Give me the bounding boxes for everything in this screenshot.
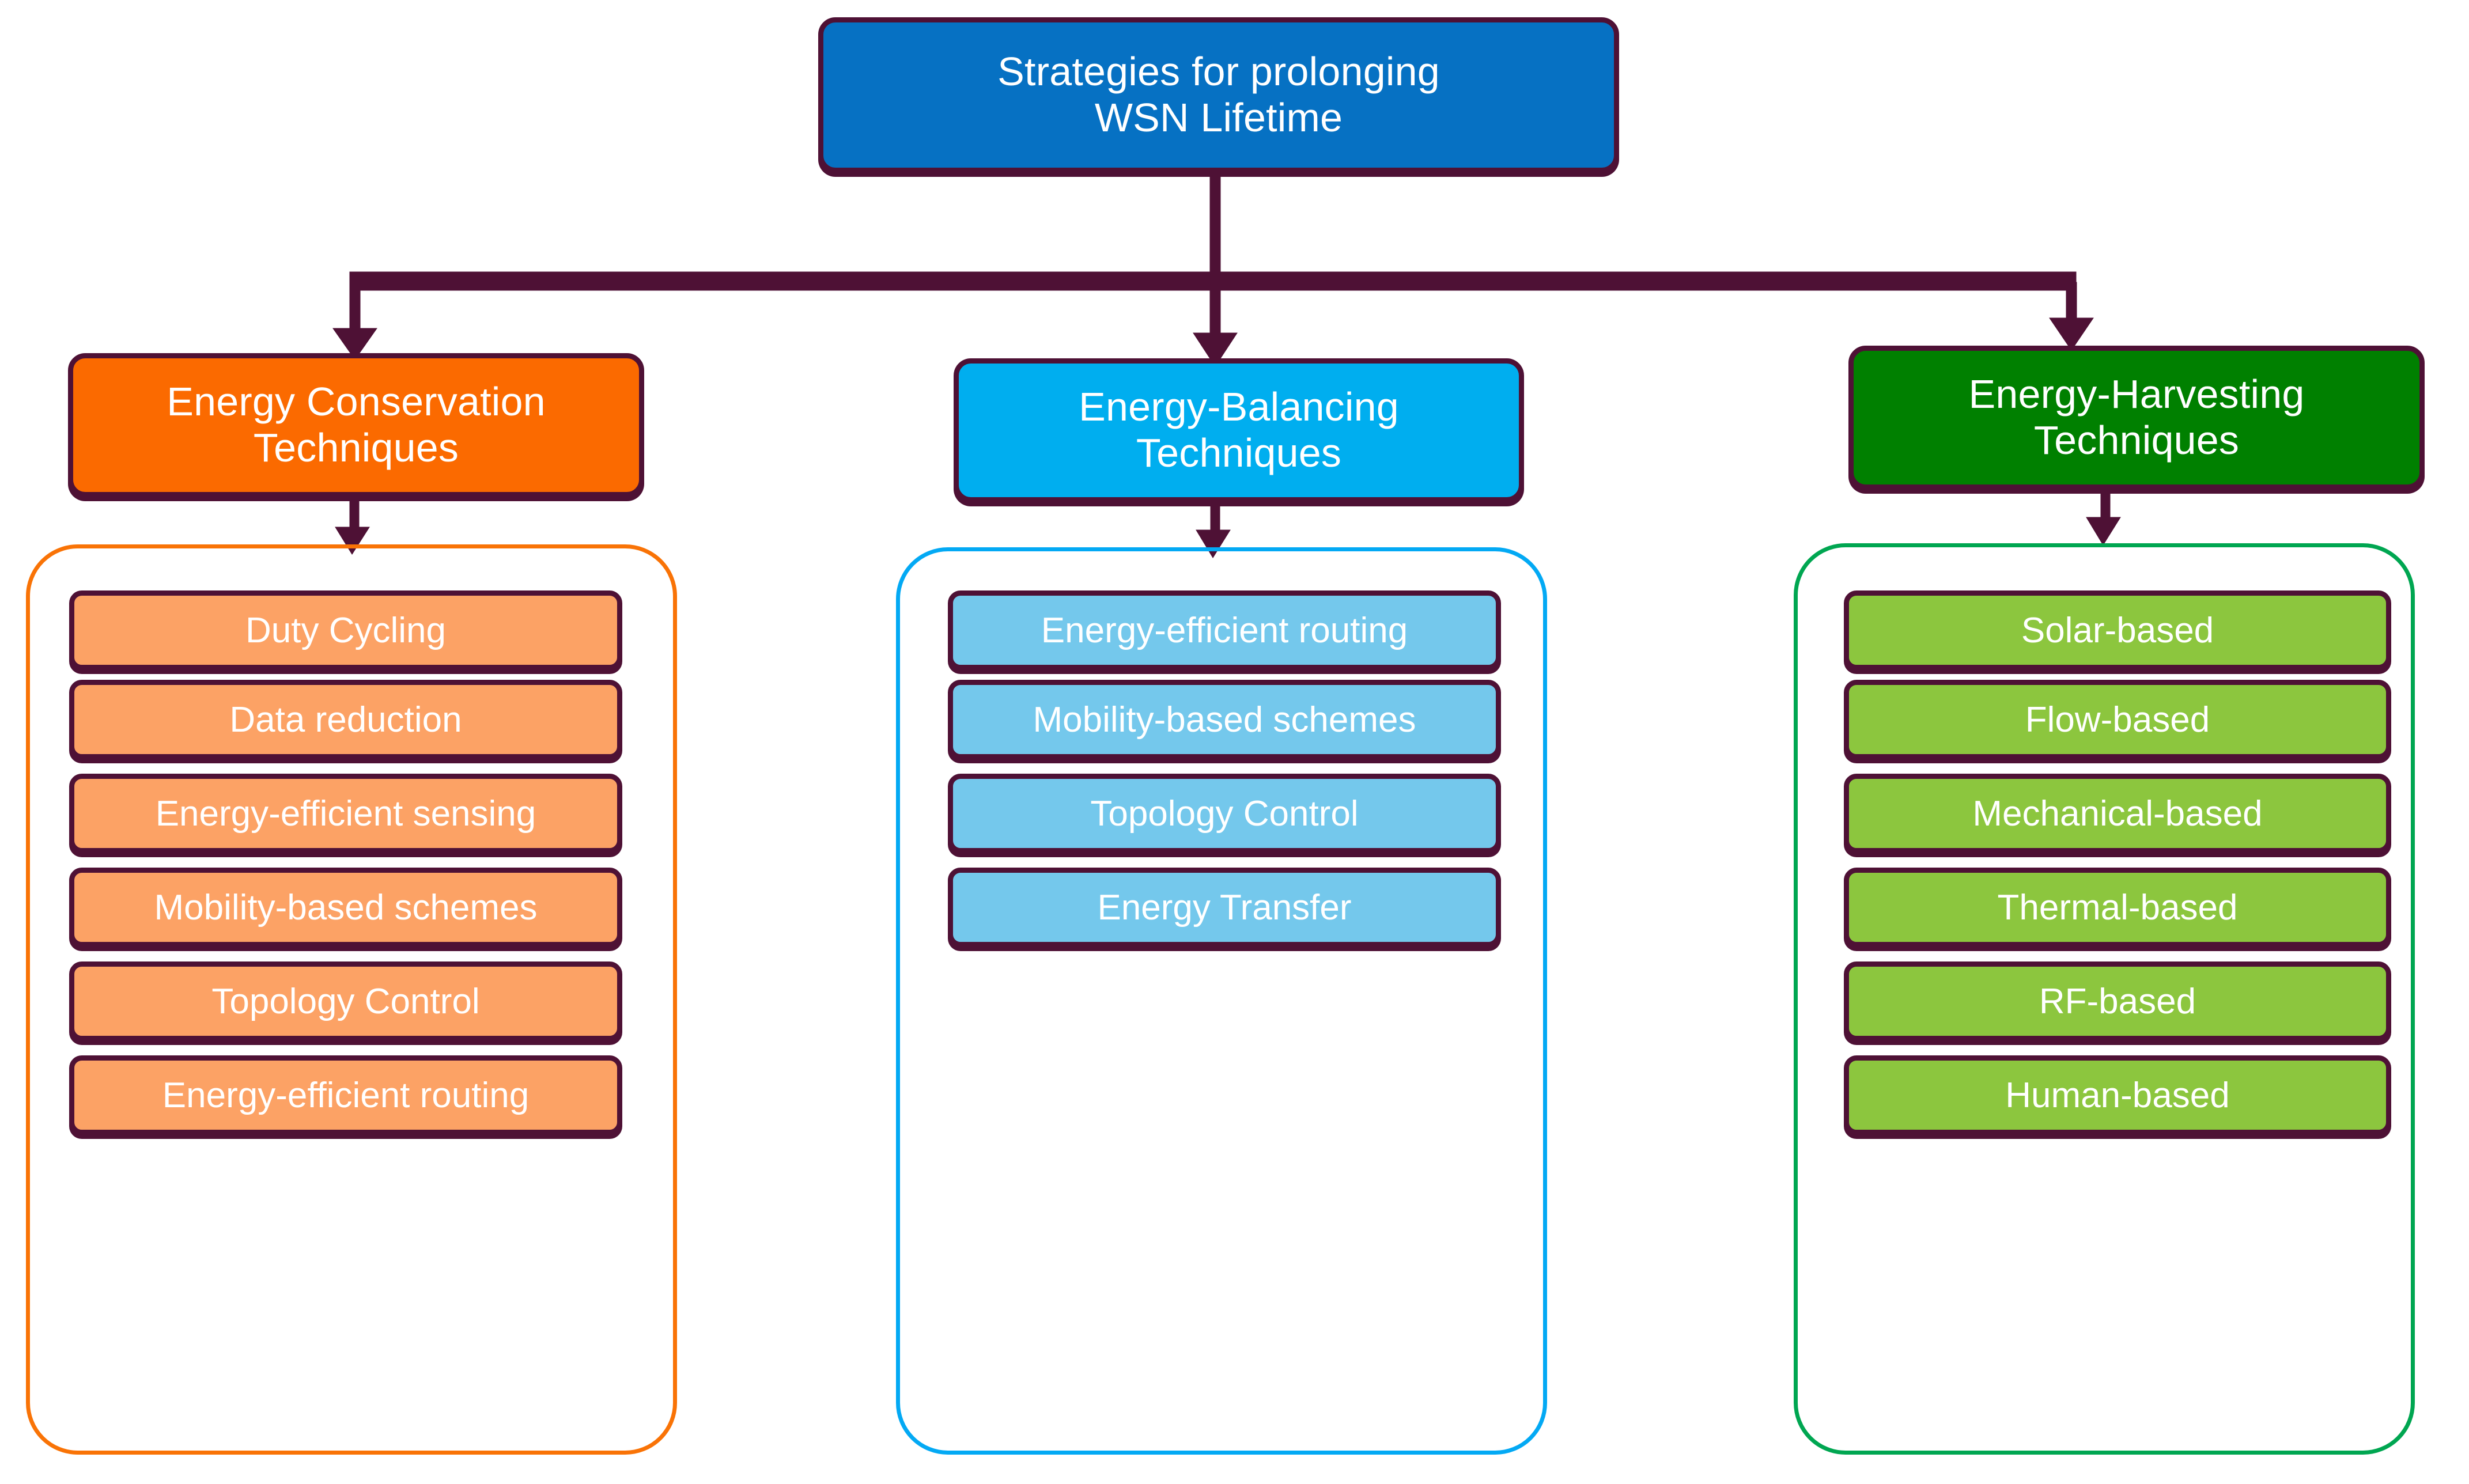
item-thermal-based[interactable]: Thermal-based	[1844, 868, 2391, 947]
category-header-energy-conservation[interactable]: Energy Conservation Techniques	[68, 353, 644, 497]
item-solar-based[interactable]: Solar-based	[1844, 590, 2391, 670]
item-mechanical-based[interactable]: Mechanical-based	[1844, 774, 2391, 853]
group-container-energy-balancing	[896, 547, 1547, 1455]
item-human-based[interactable]: Human-based	[1844, 1055, 2391, 1135]
item-topology-control-conservation[interactable]: Topology Control	[69, 961, 622, 1041]
group-container-energy-harvesting	[1794, 543, 2415, 1455]
item-duty-cycling[interactable]: Duty Cycling	[69, 590, 622, 670]
item-data-reduction[interactable]: Data reduction	[69, 680, 622, 759]
item-mobility-based-schemes-balancing[interactable]: Mobility-based schemes	[948, 680, 1501, 759]
group-container-energy-conservation	[26, 544, 677, 1455]
arrowhead-orange-group	[335, 527, 370, 555]
arrowhead-middle	[1193, 332, 1238, 367]
arrowhead-right	[2049, 317, 2094, 351]
item-energy-transfer[interactable]: Energy Transfer	[948, 868, 1501, 947]
item-flow-based[interactable]: Flow-based	[1844, 680, 2391, 759]
item-energy-efficient-routing-balancing[interactable]: Energy-efficient routing	[948, 590, 1501, 670]
item-topology-control-balancing[interactable]: Topology Control	[948, 774, 1501, 853]
item-mobility-based-schemes-conservation[interactable]: Mobility-based schemes	[69, 868, 622, 947]
category-header-energy-balancing[interactable]: Energy-Balancing Techniques	[954, 358, 1524, 502]
item-energy-efficient-sensing[interactable]: Energy-efficient sensing	[69, 774, 622, 853]
arrowhead-blue-group	[1196, 529, 1231, 558]
category-header-energy-harvesting[interactable]: Energy-Harvesting Techniques	[1848, 346, 2425, 490]
item-energy-efficient-routing-conservation[interactable]: Energy-efficient routing	[69, 1055, 622, 1135]
connector-root-stem	[1209, 172, 1221, 277]
root-node[interactable]: Strategies for prolonging WSN Lifetime	[818, 17, 1619, 173]
item-rf-based[interactable]: RF-based	[1844, 961, 2391, 1041]
arrowhead-green-group	[2086, 517, 2121, 546]
arrowhead-left	[332, 328, 377, 360]
